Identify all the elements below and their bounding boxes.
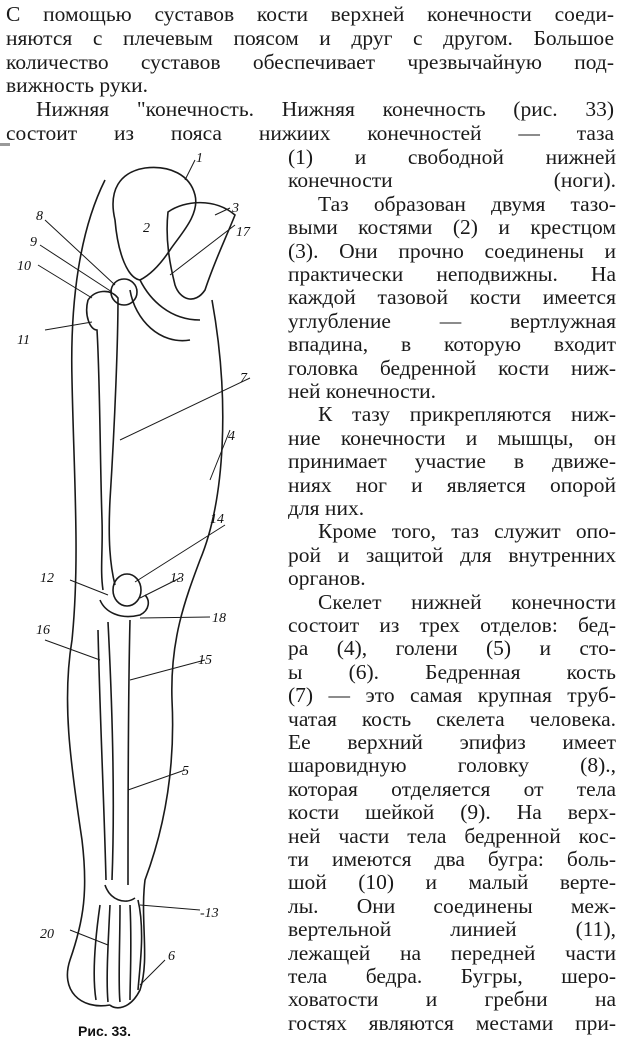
text-line: Ее верхний эпифиз имеет <box>288 730 616 754</box>
text-line: ховатости и гребни на <box>288 987 616 1012</box>
text-line: вижность руки. <box>6 73 148 98</box>
pelvis-ilium <box>112 166 197 281</box>
text-line: кости шейкой (9). На верх- <box>288 800 616 825</box>
text-line: няются с плечевым поясом и друг с другом… <box>6 25 614 50</box>
text-line: шаровидную головку (8)., <box>288 753 616 778</box>
text-line: рой и защитой для внутренних <box>288 542 616 567</box>
text-line: лежащей на передней части <box>288 940 616 965</box>
label-9: 9 <box>30 235 37 250</box>
text-line: ра (4), голени (5) и сто- <box>288 636 616 661</box>
text-line: выми костями (2) и крестцом <box>288 215 616 240</box>
label-4: 4 <box>228 429 235 444</box>
text-line: для них. <box>288 496 365 520</box>
text-line: лы. Они соединены меж- <box>288 893 616 918</box>
label-13: 13 <box>170 571 184 586</box>
text-line: ы (6). Бедренная кость <box>288 659 616 684</box>
text-line: головка бедренной кости ниж- <box>288 355 616 380</box>
label-10: 10 <box>17 259 31 274</box>
text-line: (1) и свободной нижней <box>288 145 616 169</box>
text-line: Скелет нижней конечности <box>318 589 616 614</box>
label-11: 11 <box>17 333 30 348</box>
label-12: 12 <box>40 571 54 586</box>
scan-mark <box>0 143 10 146</box>
text-line: конечности (ноги). <box>288 168 616 193</box>
femoral-head <box>110 278 138 306</box>
text-line: С помощью суставов кости верхней конечно… <box>6 2 614 26</box>
knee <box>99 594 150 618</box>
femur <box>85 290 119 591</box>
patella <box>112 573 142 607</box>
text-line: тела бедра. Бугры, шеро- <box>288 964 616 988</box>
text-line: состоит из пояса нижиих конечностей — та… <box>6 121 614 145</box>
label-13-ankle: -13 <box>200 906 219 921</box>
text-line: ней части тела бедренной кос- <box>288 823 616 848</box>
text-line: вертельной линией (11), <box>288 917 616 942</box>
text-line: органов. <box>288 566 366 591</box>
leg-outline <box>66 179 224 1009</box>
text-line: состоит из трех отделов: бед- <box>288 613 616 637</box>
label-2: 2 <box>143 221 150 236</box>
foot <box>93 884 143 1003</box>
text-line: (3). Они прочно соединены и <box>288 238 616 263</box>
pubis <box>129 279 201 342</box>
text-line: (7) — это самая крупная труб- <box>288 683 616 708</box>
label-15: 15 <box>198 653 212 668</box>
text-line: практически неподвижны. На <box>288 262 616 286</box>
text-line: углубление — вертлужная <box>288 308 616 333</box>
text-line: Нижняя "конечность. Нижняя конечность (р… <box>36 97 614 122</box>
text-line: чатая кость скелета человека. <box>288 706 616 731</box>
figure-caption: Рис. 33. <box>78 1023 131 1039</box>
text-line: ней конечности. <box>288 379 436 403</box>
label-20: 20 <box>40 927 54 942</box>
text-line: Кроме того, таз служит опо- <box>318 519 616 544</box>
text-line: К тазу прикрепляются ниж- <box>318 402 616 427</box>
text-line: которая отделяется от тела <box>288 776 616 801</box>
text-line: гостях являются местами при- <box>288 1010 616 1035</box>
text-line: Таз образован двумя тазо- <box>318 191 616 216</box>
label-14: 14 <box>210 512 224 527</box>
label-3: 3 <box>231 201 239 216</box>
label-5: 5 <box>182 764 189 779</box>
label-18: 18 <box>212 611 226 626</box>
text-line: ние конечности и мышцы, он <box>288 425 616 450</box>
sacrum <box>166 201 236 300</box>
text-line: ти имеются два бугра: боль- <box>288 847 616 871</box>
label-16: 16 <box>36 623 50 638</box>
text-line: количество суставов обеспечивает чрезвыч… <box>6 49 614 74</box>
fibula <box>97 629 107 881</box>
text-line: принимает участие в движе- <box>288 449 616 474</box>
text-line: шой (10) и малый верте- <box>288 870 616 895</box>
label-17: 17 <box>236 225 251 240</box>
figure-leg-skeleton: 1 2 3 17 8 9 10 11 7 4 14 12 13 18 16 15… <box>17 151 251 1039</box>
label-1: 1 <box>196 151 203 166</box>
label-8: 8 <box>36 209 43 224</box>
text-line: каждой тазовой кости имеется <box>288 285 616 310</box>
text-line: впадина, в которую входит <box>288 332 616 357</box>
text-line: ниях ног и является опорой <box>288 472 616 497</box>
label-6: 6 <box>168 949 175 964</box>
tibia <box>107 619 131 886</box>
label-7: 7 <box>240 371 248 386</box>
